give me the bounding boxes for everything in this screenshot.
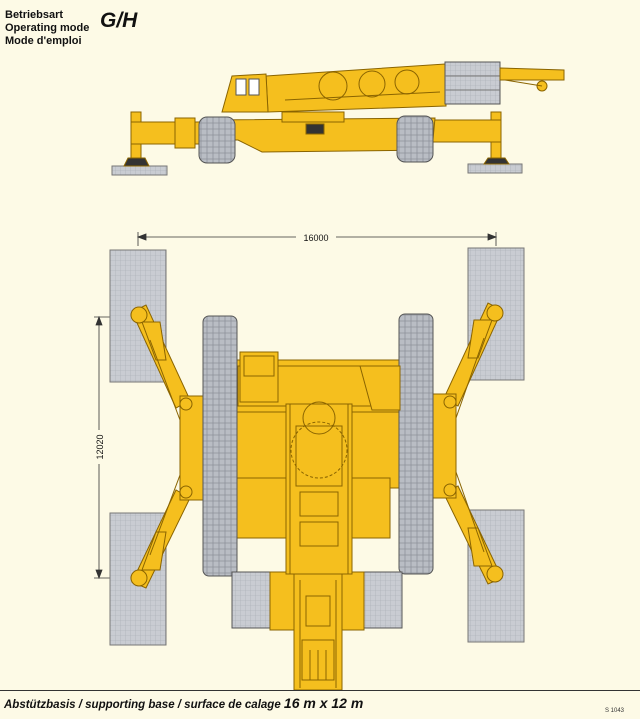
side-jack-left <box>123 157 150 167</box>
caption-divider <box>0 690 640 691</box>
side-counterweight <box>444 61 501 105</box>
crawler-track-left <box>202 315 238 577</box>
side-track-left <box>198 116 236 164</box>
crawler-track-right <box>398 313 434 575</box>
title-french: Mode d'emploi <box>5 35 82 47</box>
width-dimension-label: 16000 <box>303 233 328 243</box>
side-view <box>111 61 565 176</box>
side-pad-right <box>467 163 523 174</box>
counterweight-right <box>361 571 403 629</box>
side-outrigger-right <box>424 119 502 143</box>
plan-view <box>109 247 525 691</box>
side-boom-stub <box>499 67 565 81</box>
height-dimension-label: 12020 <box>95 434 105 459</box>
title-english: Operating mode <box>5 22 90 34</box>
plan-cab <box>239 351 279 403</box>
side-pad-left <box>111 165 168 176</box>
side-jack-right <box>483 157 510 165</box>
title-german: Betriebsart <box>5 9 64 21</box>
reference-number: S 1043 <box>605 708 625 714</box>
caption-text: Abstützbasis / supporting base / surface… <box>4 699 284 711</box>
side-track-right <box>396 115 434 163</box>
side-superstructure <box>265 63 447 113</box>
caption-size: 16 m x 12 m <box>283 695 364 711</box>
caption: Abstützbasis / supporting base / surface… <box>4 695 363 711</box>
operating-mode-code: G/H <box>100 9 138 32</box>
counterweight-left <box>231 571 273 629</box>
